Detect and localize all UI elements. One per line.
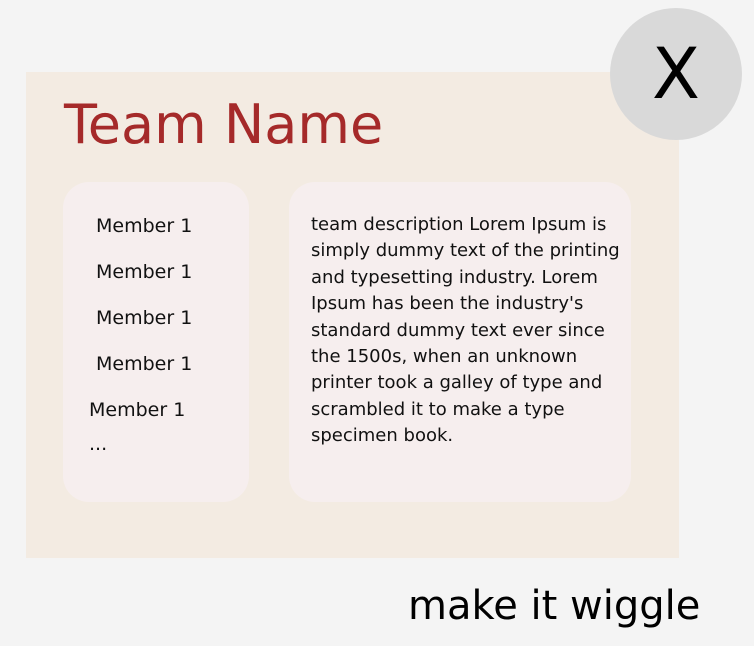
member-item: Member 1 [96,215,193,237]
member-item: Member 1 [89,399,186,421]
close-button[interactable]: X [610,8,742,140]
members-more-indicator: ... [89,433,108,455]
description-panel [289,182,631,502]
annotation-note: make it wiggle [408,583,701,629]
member-item: Member 1 [96,307,193,329]
team-description: team description Lorem Ipsum is simply d… [311,214,620,447]
member-item: Member 1 [96,261,193,283]
member-item: Member 1 [96,353,193,375]
members-panel [63,182,249,502]
close-icon: X [652,33,700,115]
team-title: Team Name [64,93,384,156]
